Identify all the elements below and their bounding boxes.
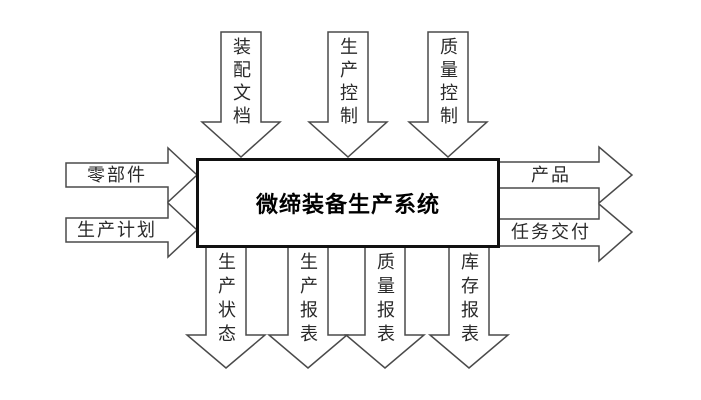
arrow-production-status xyxy=(184,244,268,369)
arrow-production-report xyxy=(266,244,350,369)
arrow-quality-control xyxy=(407,31,489,159)
arrow-production-plan xyxy=(65,201,199,259)
arrow-task-delivery xyxy=(498,202,634,263)
system-box-title: 微缔装备生产系统 xyxy=(255,192,440,217)
arrow-assembly-docs xyxy=(200,31,282,159)
arrow-parts xyxy=(65,146,199,204)
system-box xyxy=(196,158,500,248)
label-production-report: 生产报表 xyxy=(298,252,318,348)
label-product: 产品 xyxy=(531,165,571,185)
label-production-status: 生产状态 xyxy=(216,252,236,348)
label-production-plan: 生产计划 xyxy=(77,220,157,240)
arrow-production-control xyxy=(307,31,389,159)
label-assembly-docs: 装配文档 xyxy=(231,37,251,129)
arrow-product xyxy=(498,145,634,205)
label-inventory-report: 库存报表 xyxy=(459,252,479,348)
label-quality-control: 质量控制 xyxy=(438,37,458,129)
label-parts: 零部件 xyxy=(87,165,147,185)
arrow-quality-report xyxy=(343,244,427,369)
label-task-delivery: 任务交付 xyxy=(511,222,591,242)
label-quality-report: 质量报表 xyxy=(375,252,395,348)
label-production-control: 生产控制 xyxy=(338,37,358,129)
arrow-inventory-report xyxy=(427,244,511,369)
